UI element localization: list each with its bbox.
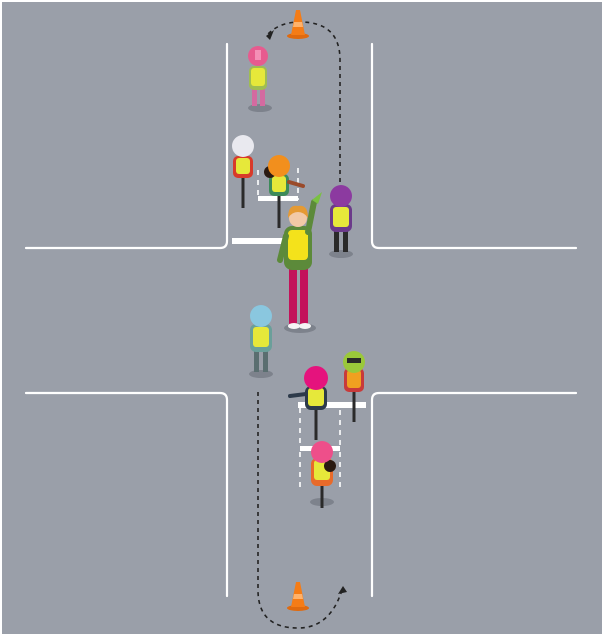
edge-top-right <box>370 42 578 250</box>
cone-top <box>287 10 309 39</box>
road-edge-lines <box>24 42 578 598</box>
arrowhead-top <box>266 30 274 40</box>
child-top-pink <box>248 46 272 112</box>
edge-top-left <box>24 42 229 250</box>
lane-dashes <box>257 168 341 490</box>
stop-line-top <box>232 238 292 244</box>
child-pink-helmet-bike <box>310 441 336 508</box>
child-white-helmet-bike <box>232 135 254 208</box>
edge-bottom-right <box>370 391 578 598</box>
arrowhead-bottom <box>338 586 347 594</box>
child-orange-helmet-bike <box>264 155 305 228</box>
child-green-helmet-bike <box>343 351 365 422</box>
child-purple-helmet <box>329 185 353 258</box>
instructor <box>277 192 322 333</box>
flag <box>312 192 322 204</box>
child-blue-helmet <box>249 305 273 378</box>
route-bottom <box>257 392 343 629</box>
edge-bottom-left <box>24 391 229 598</box>
cone-bottom <box>287 582 309 611</box>
child-magenta-helmet-bike <box>288 366 328 440</box>
stop-line-bottom <box>298 402 366 408</box>
